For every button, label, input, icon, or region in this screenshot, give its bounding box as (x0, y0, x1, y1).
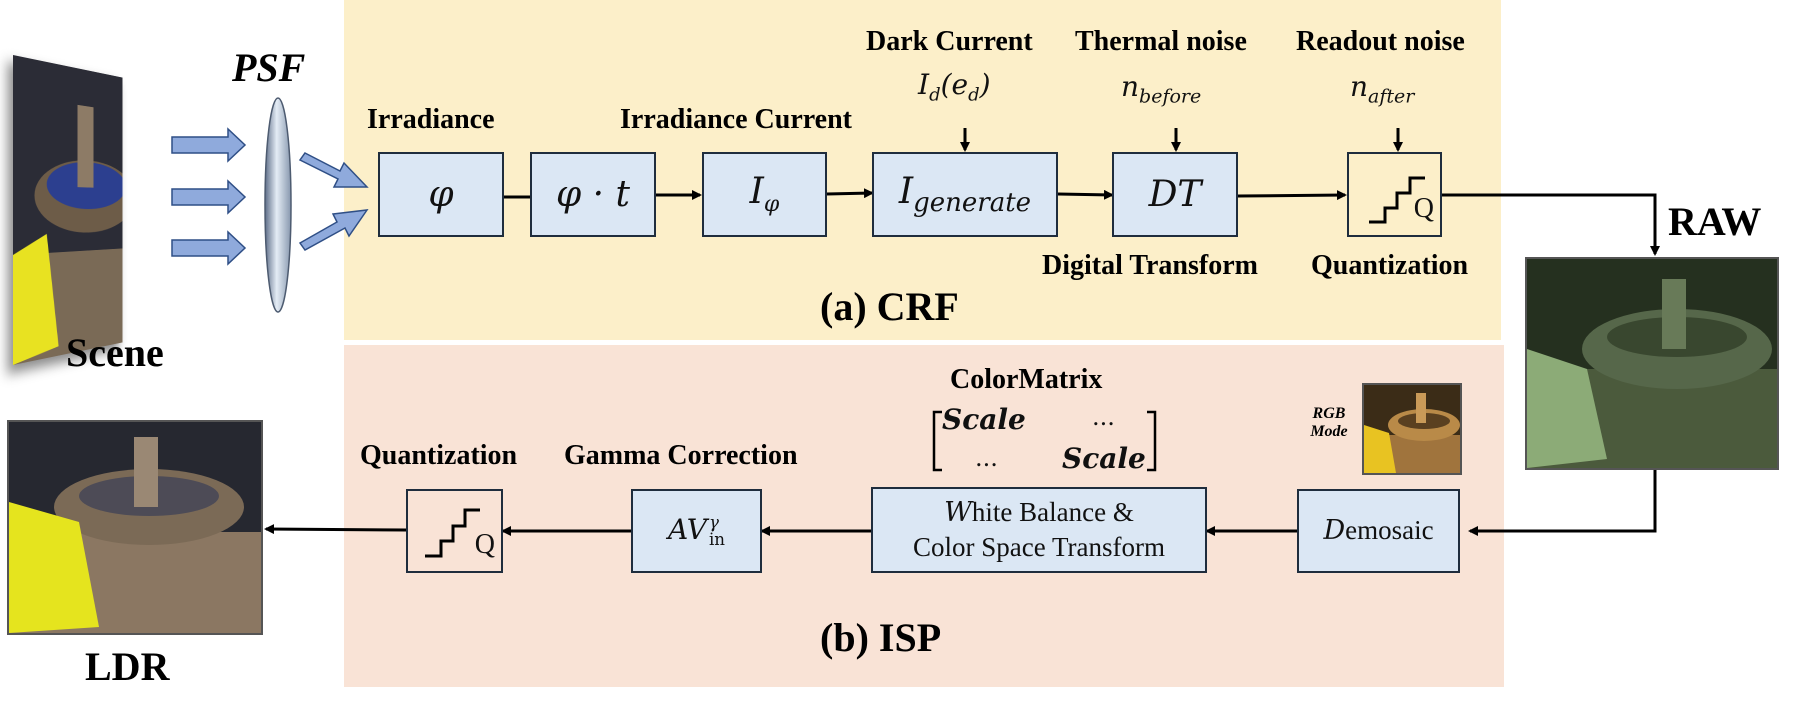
irradiance-label: Irradiance (367, 104, 495, 135)
raw-image (1525, 257, 1779, 470)
lens-icon (264, 97, 292, 313)
irradiance-current-block: Iφ (702, 152, 827, 237)
demosaic-block: Demosaic (1297, 489, 1460, 573)
scene-image (13, 55, 123, 365)
quantization-crf-block: Q (1347, 152, 1442, 237)
rgb-mode-image (1362, 383, 1462, 475)
readout-noise-label: Readout noise (1296, 26, 1465, 57)
dark-current-label: Dark Current (866, 26, 1033, 57)
thermal-noise-label: Thermal noise (1075, 26, 1247, 57)
ldr-image (7, 420, 263, 635)
crf-title: (a) CRF (820, 284, 959, 329)
quantization-crf-label: Quantization (1311, 250, 1469, 281)
matrix-scale-b: Scale (1062, 442, 1146, 475)
light-arrows (171, 127, 369, 266)
ldr-label: LDR (85, 644, 170, 689)
matrix-dots-a: ... (1092, 403, 1115, 431)
irradiance-current-label: Irradiance Current (620, 104, 852, 135)
readout-noise-formula: nafter (1350, 70, 1415, 108)
digital-transform-block: DT (1112, 152, 1238, 237)
color-matrix-label: ColorMatrix (950, 364, 1103, 395)
scene-label: Scene (66, 330, 164, 375)
matrix-dots-b: ... (975, 444, 998, 472)
white-balance-block: White Balance &Color Space Transform (871, 487, 1207, 573)
thermal-noise-formula: nbefore (1121, 70, 1202, 108)
isp-title: (b) ISP (820, 615, 942, 660)
psf-label: PSF (232, 45, 306, 90)
quantization-isp-block: Q (406, 489, 503, 573)
digital-transform-label: Digital Transform (1042, 250, 1258, 281)
rgb-mode-label: RGB Mode (1310, 405, 1348, 440)
quantization-isp-label: Quantization (360, 440, 518, 471)
raw-label: RAW (1668, 199, 1762, 244)
dark-current-formula: Id(ed) (918, 68, 991, 106)
matrix-scale-a: Scale (942, 403, 1026, 436)
generate-current-block: Igenerate (872, 152, 1058, 237)
gamma-correction-label: Gamma Correction (564, 440, 798, 471)
exposure-block: φ · t (530, 152, 656, 237)
irradiance-block: φ (378, 152, 504, 237)
